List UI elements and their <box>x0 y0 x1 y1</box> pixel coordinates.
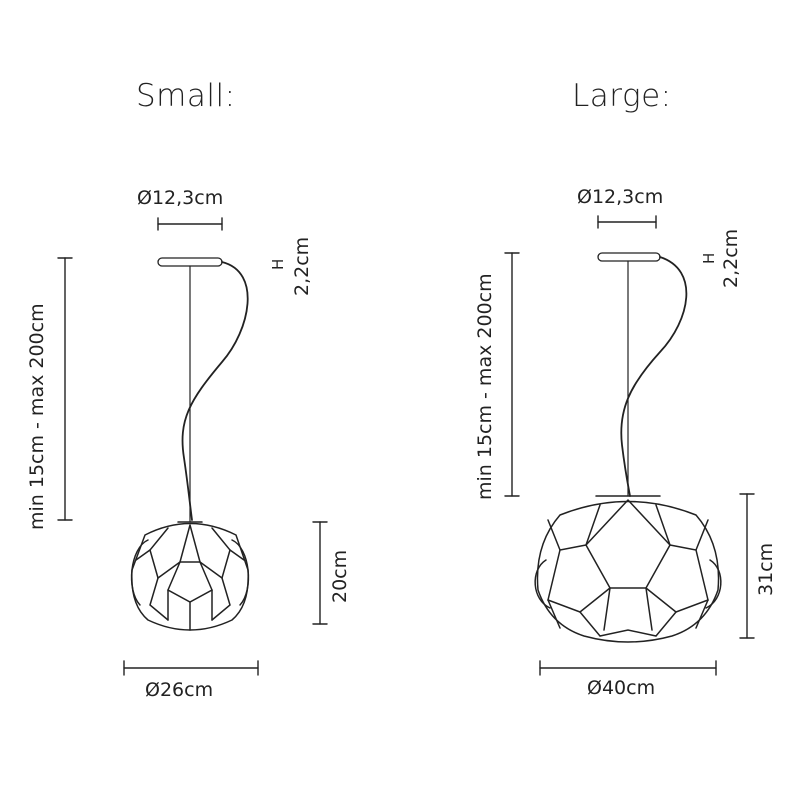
small-lamp-drawing <box>57 217 328 676</box>
small-canopy-height-symbol: H <box>269 258 287 270</box>
large-suspension-label: min 15cm - max 200cm <box>474 273 496 500</box>
large-shade-diameter-label: Ø40cm <box>587 677 656 699</box>
small-shade-height-label: 20cm <box>329 549 351 603</box>
large-shade-height-label: 31cm <box>755 542 777 596</box>
small-suspension-label: min 15cm - max 200cm <box>26 303 48 530</box>
large-title: Large: <box>572 78 672 114</box>
small-canopy-diameter-label: Ø12,3cm <box>137 187 224 209</box>
large-canopy-diameter-label: Ø12,3cm <box>577 186 664 208</box>
small-title: Small: <box>136 78 236 114</box>
small-canopy-height-label: 2,2cm <box>291 236 313 296</box>
large-canopy-height-symbol: H <box>700 252 718 264</box>
large-canopy-height-label: 2,2cm <box>720 228 742 288</box>
small-shade-diameter-label: Ø26cm <box>145 679 214 701</box>
large-lamp-drawing <box>504 215 755 676</box>
